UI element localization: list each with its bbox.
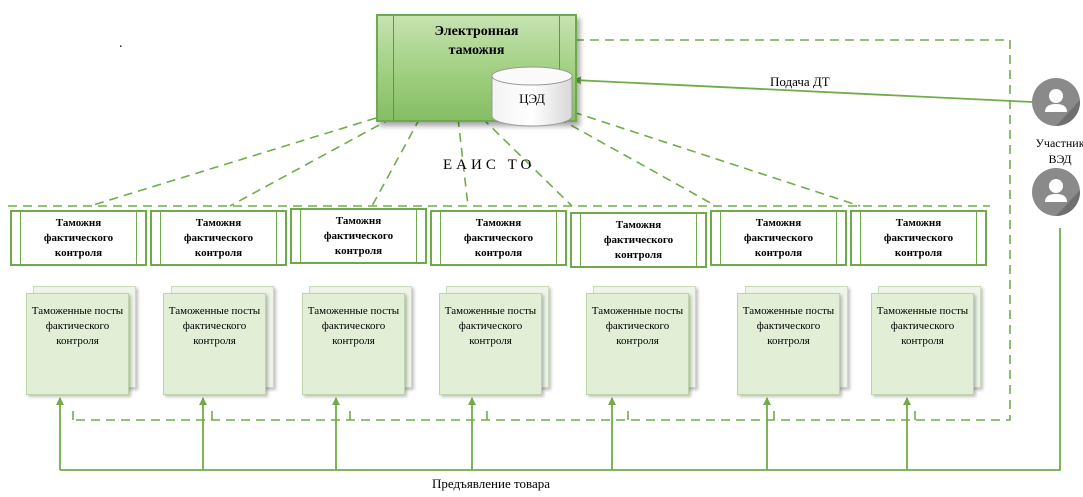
box-divider (556, 212, 557, 264)
customs-post-box: Таможенные посты фактического контроля (439, 293, 542, 395)
customs-post-label: Таможенные посты фактического контроля (307, 305, 400, 347)
customs-post-box: Таможенные посты фактического контроля (871, 293, 974, 395)
box-divider (696, 214, 697, 266)
customs-post-box: Таможенные посты фактического контроля (302, 293, 405, 395)
database-icon (491, 66, 573, 127)
presentation-label: Предъявление товара (432, 476, 550, 491)
box-divider (720, 212, 721, 264)
customs-office-label: Таможня фактического контроля (43, 216, 114, 259)
customs-post-box: Таможенные посты фактического контроля (586, 293, 689, 395)
customs-office-label: Таможня фактического контроля (323, 214, 394, 257)
customs-office-label: Таможня фактического контроля (183, 216, 254, 259)
user-icon (1032, 78, 1080, 126)
database-label: ЦЭД (519, 91, 545, 106)
customs-post-label: Таможенные посты фактического контроля (742, 305, 835, 347)
customs-office-label: Таможня фактического контроля (463, 216, 534, 259)
box-divider (559, 16, 560, 120)
customs-office-box: Таможня фактического контроля (10, 210, 147, 266)
customs-office-box: Таможня фактического контроля (850, 210, 987, 266)
customs-office-box: Таможня фактического контроля (290, 208, 427, 264)
customs-office-box: Таможня фактического контроля (710, 210, 847, 266)
customs-post-box: Таможенные посты фактического контроля (163, 293, 266, 395)
customs-office-label: Таможня фактического контроля (743, 216, 814, 259)
presentation-path (56, 228, 1061, 471)
user-icon (1032, 168, 1080, 216)
box-divider (416, 210, 417, 262)
box-divider (860, 212, 861, 264)
customs-office-box: Таможня фактического контроля (150, 210, 287, 266)
box-divider (160, 212, 161, 264)
customs-office-label: Таможня фактического контроля (883, 216, 954, 259)
box-divider (300, 210, 301, 262)
box-divider (393, 16, 394, 120)
customs-post-label: Таможенные посты фактического контроля (444, 305, 537, 347)
customs-post-label: Таможенные посты фактического контроля (591, 305, 684, 347)
submission-arrow (573, 76, 1033, 103)
box-divider (276, 212, 277, 264)
customs-office-box: Таможня фактического контроля (430, 210, 567, 266)
box-divider (836, 212, 837, 264)
box-divider (136, 212, 137, 264)
stray-dot: . (119, 36, 123, 51)
customs-post-label: Таможенные посты фактического контроля (31, 305, 124, 347)
customs-office-box: Таможня фактического контроля (570, 212, 707, 268)
participant-label: Участник ВЭД (1035, 136, 1083, 166)
customs-office-label: Таможня фактического контроля (603, 218, 674, 261)
submission-label: Подача ДТ (770, 74, 830, 89)
eais-links (8, 111, 990, 207)
box-divider (20, 212, 21, 264)
user-icon-glyph (1045, 179, 1080, 216)
status-return-path (72, 39, 1011, 421)
electronic-customs-title: Электронная таможня (434, 24, 519, 58)
user-icon-glyph (1045, 89, 1080, 126)
customs-post-label: Таможенные посты фактического контроля (168, 305, 261, 347)
customs-post-box: Таможенные посты фактического контроля (737, 293, 840, 395)
box-divider (580, 214, 581, 266)
customs-post-label: Таможенные посты фактического контроля (876, 305, 969, 347)
box-divider (440, 212, 441, 264)
network-label: ЕАИС ТО (443, 157, 536, 173)
box-divider (976, 212, 977, 264)
customs-post-box: Таможенные посты фактического контроля (26, 293, 129, 395)
